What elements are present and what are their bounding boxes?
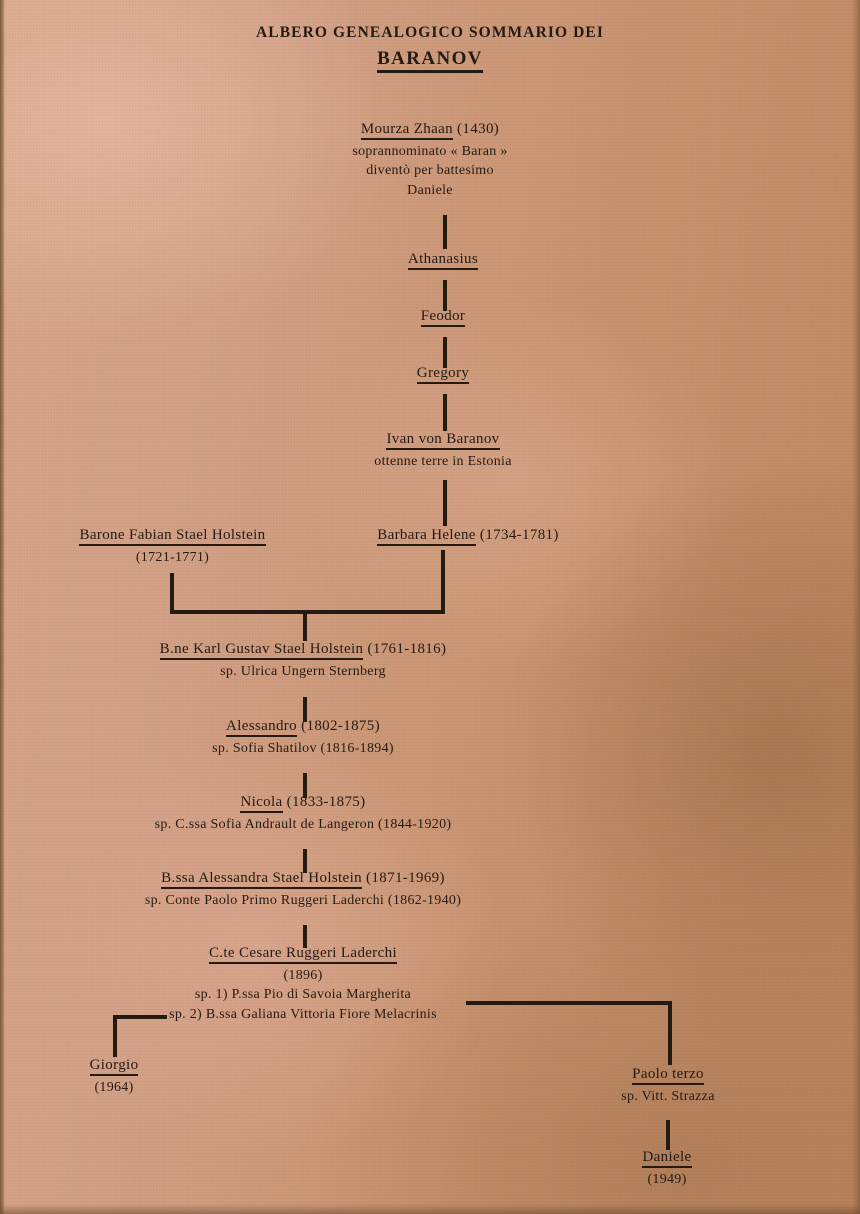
connector-spouse1-bar-right: [466, 1001, 672, 1005]
connector-karl-gustav-to-alessandro: [303, 697, 307, 722]
page-left-edge-shadow: [0, 0, 5, 1214]
node-alessandra: B.ssa Alessandra Stael Holstein (1871-19…: [70, 869, 536, 910]
node-athanasius-name: Athanasius: [407, 251, 479, 270]
node-cesare-dates: (1896): [283, 967, 323, 983]
connector-ivan-to-barbara: [443, 480, 447, 526]
node-alessandra-dates: (1871-1969): [366, 870, 445, 886]
connector-spouse2-bar-left: [113, 1015, 167, 1019]
connector-fabian-drop: [170, 573, 174, 614]
node-gregory: Gregory: [345, 364, 541, 384]
node-alessandra-nameline: B.ssa Alessandra Stael Holstein (1871-19…: [70, 869, 536, 889]
node-daniele-nameline: Daniele: [588, 1148, 746, 1168]
node-giorgio-dates: (1964): [94, 1079, 134, 1095]
node-karl-gustav-spouse: sp. Ulrica Ungern Sternberg: [220, 663, 386, 679]
node-karl-gustav-nameline: B.ne Karl Gustav Stael Holstein (1761-18…: [113, 640, 493, 660]
node-alessandro-dates: (1802-1875): [301, 718, 380, 734]
node-nicola-nameline: Nicola (1833-1875): [95, 793, 511, 813]
node-paolo-terzo-name: Paolo terzo: [632, 1066, 704, 1085]
node-cesare-spouse-1: sp. 1) P.ssa Pio di Savoia Margherita: [194, 987, 412, 1003]
node-cesare-name: C.te Cesare Ruggeri Laderchi: [208, 945, 398, 964]
node-paolo-terzo-nameline: Paolo terzo: [570, 1065, 766, 1085]
node-cesare-spouse-2: sp. 2) B.ssa Galiana Vittoria Fiore Mela…: [169, 1006, 437, 1022]
connector-spouse1-to-paolo-terzo: [668, 1001, 672, 1065]
connector-spouse2-to-giorgio: [113, 1015, 117, 1057]
node-ivan-von-baranov: Ivan von Baranov ottenne terre in Estoni…: [323, 430, 563, 471]
connector-marriage-bar-fabian-barbara: [170, 610, 445, 614]
node-ivan-name: Ivan von Baranov: [386, 431, 500, 450]
node-giorgio-nameline: Giorgio: [35, 1056, 193, 1076]
node-mourza-zhaan: Mourza Zhaan (1430) soprannominato « Bar…: [280, 120, 580, 200]
node-feodor: Feodor: [345, 307, 541, 327]
node-fabian-stael-holstein: Barone Fabian Stael Holstein (1721-1771): [30, 526, 315, 567]
node-ivan-note: ottenne terre in Estonia: [374, 453, 512, 469]
document-title: ALBERO GENEALOGICO SOMMARIO DEI: [255, 24, 604, 41]
node-paolo-terzo-spouse: sp. Vitt. Strazza: [621, 1088, 715, 1104]
connector-paolo-terzo-to-daniele: [666, 1120, 670, 1150]
node-feodor-nameline: Feodor: [345, 307, 541, 327]
node-mourza-zhaan-dates: (1430): [457, 121, 500, 137]
node-daniele-name: Daniele: [642, 1149, 692, 1168]
node-gregory-nameline: Gregory: [345, 364, 541, 384]
node-karl-gustav-dates: (1761-1816): [367, 641, 447, 657]
node-barbara-helene: Barbara Helene (1734-1781): [343, 526, 593, 546]
node-daniele-dates: (1949): [647, 1171, 687, 1187]
node-nicola-name: Nicola: [240, 794, 283, 813]
node-mourza-zhaan-note1: soprannominato « Baran »: [352, 143, 508, 159]
node-barbara-dates: (1734-1781): [479, 527, 559, 543]
node-cesare-nameline: C.te Cesare Ruggeri Laderchi: [113, 944, 493, 964]
node-daniele: Daniele (1949): [588, 1148, 746, 1189]
node-fabian-nameline: Barone Fabian Stael Holstein: [30, 526, 315, 546]
page-bottom-edge-shadow: [0, 1204, 860, 1214]
node-nicola: Nicola (1833-1875) sp. C.ssa Sofia Andra…: [95, 793, 511, 834]
node-mourza-zhaan-note2: diventò per battesimo: [366, 163, 494, 179]
node-mourza-zhaan-name: Mourza Zhaan: [360, 121, 453, 140]
node-karl-gustav: B.ne Karl Gustav Stael Holstein (1761-18…: [113, 640, 493, 681]
node-athanasius: Athanasius: [345, 250, 541, 270]
page-right-edge-shadow: [852, 0, 860, 1214]
node-mourza-zhaan-note3: Daniele: [407, 182, 453, 198]
node-alessandro-name: Alessandro: [226, 718, 298, 737]
node-karl-gustav-name: B.ne Karl Gustav Stael Holstein: [159, 641, 364, 660]
node-mourza-zhaan-nameline: Mourza Zhaan (1430): [280, 120, 580, 140]
connector-mourza-to-athanasius: [443, 215, 447, 249]
node-fabian-dates: (1721-1771): [135, 549, 210, 565]
node-ivan-nameline: Ivan von Baranov: [323, 430, 563, 450]
node-alessandro-nameline: Alessandro (1802-1875): [155, 717, 451, 737]
document-surname-text: BARANOV: [377, 48, 483, 73]
node-athanasius-nameline: Athanasius: [345, 250, 541, 270]
node-alessandra-name: B.ssa Alessandra Stael Holstein: [161, 870, 362, 889]
node-paolo-terzo: Paolo terzo sp. Vitt. Strazza: [570, 1065, 766, 1106]
connector-barbara-drop: [441, 550, 445, 614]
node-alessandro: Alessandro (1802-1875) sp. Sofia Shatilo…: [155, 717, 451, 758]
connector-marriage-to-karl-gustav: [303, 610, 307, 641]
connector-feodor-to-gregory: [443, 337, 447, 368]
node-gregory-name: Gregory: [416, 365, 470, 384]
node-alessandro-spouse: sp. Sofia Shatilov (1816-1894): [212, 740, 394, 756]
node-fabian-name: Barone Fabian Stael Holstein: [79, 527, 266, 546]
node-giorgio: Giorgio (1964): [35, 1056, 193, 1097]
node-alessandra-spouse: sp. Conte Paolo Primo Ruggeri Laderchi (…: [144, 892, 462, 908]
node-cesare-ruggeri-laderchi: C.te Cesare Ruggeri Laderchi (1896) sp. …: [113, 944, 493, 1024]
connector-gregory-to-ivan: [443, 394, 447, 431]
connector-athanasius-to-feodor: [443, 280, 447, 311]
document-surname-heading: BARANOV: [0, 48, 860, 73]
node-feodor-name: Feodor: [420, 308, 466, 327]
node-barbara-nameline: Barbara Helene (1734-1781): [343, 526, 593, 546]
node-nicola-dates: (1833-1875): [286, 794, 366, 810]
connector-alessandro-to-nicola: [303, 773, 307, 798]
node-nicola-spouse: sp. C.ssa Sofia Andrault de Langeron (18…: [154, 816, 452, 832]
node-barbara-name: Barbara Helene: [377, 527, 476, 546]
connector-nicola-to-alessandra: [303, 849, 307, 873]
node-giorgio-name: Giorgio: [89, 1057, 139, 1076]
connector-alessandra-to-cesare: [303, 925, 307, 948]
